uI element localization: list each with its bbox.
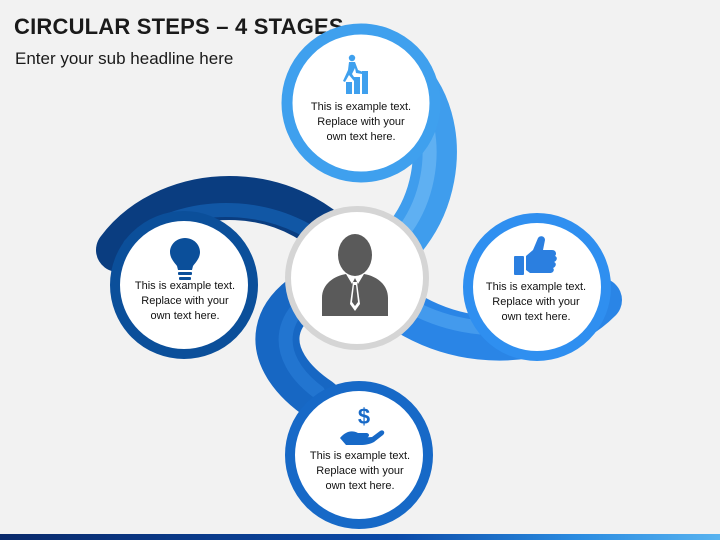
stage-text-right-content: This is example text. Replace with your … xyxy=(485,281,587,323)
stage-text-left: This is example text. Replace with your … xyxy=(120,279,250,324)
slide-title: CIRCULAR STEPS – 4 STAGES xyxy=(14,14,344,39)
thumbs-up-icon xyxy=(514,236,557,275)
stage-text-top: This is example text. Replace with your … xyxy=(296,100,426,145)
stage-circle-bottom xyxy=(285,381,433,529)
businessman-icon xyxy=(322,234,388,316)
stage-text-top-content: This is example text. Replace with your … xyxy=(310,101,412,143)
stage-text-bottom-content: This is example text. Replace with your … xyxy=(309,450,411,492)
footer-accent-bar xyxy=(0,534,720,540)
dollar-hand-icon: $ xyxy=(340,404,385,445)
slide-subtitle: Enter your sub headline here xyxy=(15,49,234,68)
stairs-climber-icon xyxy=(343,54,368,94)
stage-circle-right xyxy=(463,213,611,361)
lightbulb-icon xyxy=(170,238,200,280)
stage-text-left-content: This is example text. Replace with your … xyxy=(134,280,236,322)
stage-text-bottom: This is example text. Replace with your … xyxy=(295,449,425,494)
stage-text-right: This is example text. Replace with your … xyxy=(471,280,601,325)
svg-text:$: $ xyxy=(358,404,370,429)
stage-circle-top xyxy=(281,23,441,183)
center-circle xyxy=(285,206,429,350)
stage-circle-left xyxy=(110,211,258,359)
